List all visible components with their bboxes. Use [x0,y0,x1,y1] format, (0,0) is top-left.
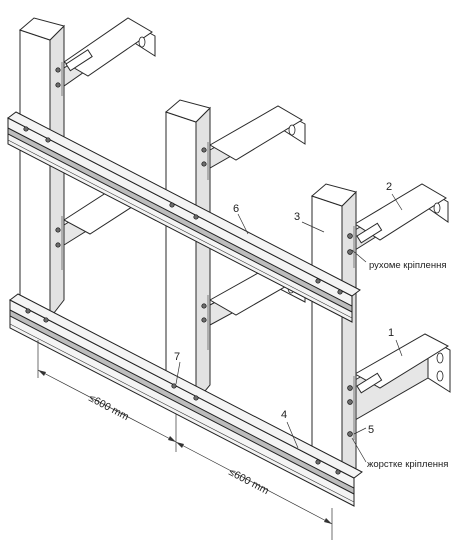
callout-6: 6 [233,203,239,215]
rail-upper-fasteners [23,126,343,295]
caption-rigid-fixing: жорстке кріплення [367,459,448,470]
vertical-post-a [19,17,65,320]
dimension-label-left: ≤600 mm [87,392,131,423]
horizontal-rail-upper [7,111,361,323]
rail-lower-fasteners [25,308,341,475]
bracket-upper-a [63,17,156,87]
horizontal-rail-lower [9,293,363,507]
dimension-lines [37,340,333,540]
callout-7: 7 [174,351,180,363]
callout-4: 4 [281,409,287,421]
vertical-post-b [165,99,211,404]
caption-sliding-fixing: рухоме кріплення [369,260,446,271]
dimension-label-right: ≤600 mm [227,466,271,497]
callout-1: 1 [388,327,394,339]
bracket-upper-b [208,105,306,169]
bracket-upper-c [354,183,449,251]
vertical-post-c [311,183,357,486]
callout-3: 3 [294,211,300,223]
bracket-lower-c [353,333,451,421]
callout-2: 2 [386,181,392,193]
callout-5: 5 [368,424,374,436]
